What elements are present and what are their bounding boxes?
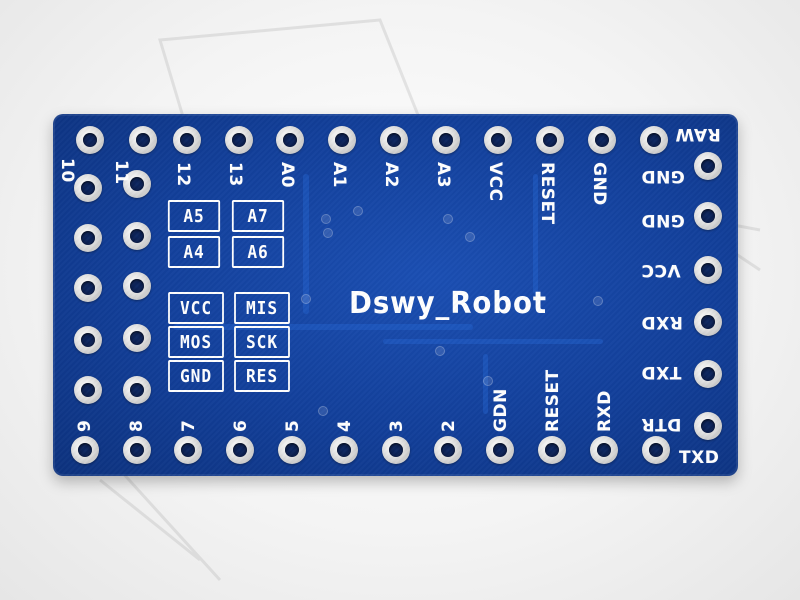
- silk-box-res: RES: [234, 360, 290, 392]
- pad-right-dtr: [694, 412, 722, 440]
- pad-left-a-3: [74, 274, 102, 302]
- pad-bottom-3: [382, 436, 410, 464]
- silk-box-mis: MIS: [234, 292, 290, 324]
- pcb-via: [435, 346, 445, 356]
- pad-top-vcc: [484, 126, 512, 154]
- silk-right-raw: RAW: [675, 124, 721, 144]
- silk-top-gnd: GND: [589, 162, 609, 206]
- pcb-trace: [303, 174, 309, 314]
- silk-bottom-3: 3: [387, 419, 407, 432]
- silk-bottom-reset: RESET: [543, 369, 563, 432]
- pcb-via: [593, 296, 603, 306]
- pad-bottom-8: [123, 436, 151, 464]
- pad-right-vcc: [694, 256, 722, 284]
- silk-box-a4: A4: [167, 236, 221, 268]
- pad-bottom-4: [330, 436, 358, 464]
- silk-top-13: 13: [225, 162, 245, 187]
- pad-top-12: [173, 126, 201, 154]
- pcb-via: [443, 214, 453, 224]
- silk-bottom-7: 7: [179, 419, 199, 432]
- pad-bottom-9: [71, 436, 99, 464]
- silk-bottom-4: 4: [335, 419, 355, 432]
- silk-right-vcc: VCC: [641, 260, 681, 280]
- silk-bottom-gdn: GDN: [491, 388, 511, 432]
- silk-box-gnd: GND: [168, 360, 224, 392]
- silk-box-vcc: VCC: [168, 292, 224, 324]
- silk-right-txd: TXD: [641, 362, 682, 382]
- pad-bottom-rxd: [590, 436, 618, 464]
- pad-right-txd: [694, 360, 722, 388]
- silk-box-mos: MOS: [168, 326, 224, 358]
- silk-bottom-6: 6: [231, 419, 251, 432]
- silk-top-12: 12: [173, 162, 193, 187]
- silk-top-vcc: VCC: [485, 162, 505, 202]
- silk-bottom-2: 2: [439, 419, 459, 432]
- pad-right-gnd-1: [694, 202, 722, 230]
- pad-right-rxd: [694, 308, 722, 336]
- silk-box-a5: A5: [167, 200, 221, 232]
- pad-left-b-4: [123, 324, 151, 352]
- silk-top-a1: A1: [329, 162, 349, 188]
- pad-left-b-5: [123, 376, 151, 404]
- silk-box-sck: SCK: [234, 326, 290, 358]
- pad-left-b-1: [123, 170, 151, 198]
- silk-top-a2: A2: [381, 162, 401, 188]
- pad-left-a-1: [74, 174, 102, 202]
- pad-top-a0: [276, 126, 304, 154]
- silk-right-gnd-1: GND: [641, 166, 685, 186]
- silk-right-rxd: RXD: [641, 312, 683, 332]
- pcb-via: [353, 206, 363, 216]
- pad-left-b-3: [123, 272, 151, 300]
- silk-top-10: 10: [57, 158, 77, 183]
- pad-bottom-5: [278, 436, 306, 464]
- pcb-via: [301, 294, 311, 304]
- pcb-via: [483, 376, 493, 386]
- silk-box-a7: A7: [231, 200, 285, 232]
- pcb-via: [465, 232, 475, 242]
- silk-top-reset: RESET: [537, 162, 557, 225]
- pad-top-13: [225, 126, 253, 154]
- pcb-trace: [173, 324, 473, 330]
- pad-left-a-4: [74, 326, 102, 354]
- pad-left-b-2: [123, 222, 151, 250]
- silk-bottom-8: 8: [127, 419, 147, 432]
- pad-bottom-6: [226, 436, 254, 464]
- silk-top-a0: A0: [277, 162, 297, 188]
- pad-top-a2: [380, 126, 408, 154]
- silk-bottom-9: 9: [75, 419, 95, 432]
- pad-top-gnd: [588, 126, 616, 154]
- pad-top-11: [129, 126, 157, 154]
- brand-text: Dswy_Robot: [349, 286, 547, 321]
- pcb-trace: [383, 339, 603, 344]
- pcb-via: [321, 214, 331, 224]
- pcb-trace: [533, 174, 538, 294]
- silk-box-a6: A6: [231, 236, 285, 268]
- silk-right-dtr: DTR: [641, 414, 682, 434]
- pad-top-10: [76, 126, 104, 154]
- pad-top-a1: [328, 126, 356, 154]
- silk-bottom-rxd: RXD: [595, 390, 615, 432]
- pad-bottom-reset: [538, 436, 566, 464]
- pad-bottom-2: [434, 436, 462, 464]
- silk-top-a3: A3: [433, 162, 453, 188]
- silk-top-11: 11: [111, 160, 131, 185]
- pad-bottom-txd-left: [642, 436, 670, 464]
- pcb-via: [323, 228, 333, 238]
- pad-right-raw: [694, 152, 722, 180]
- pad-bottom-7: [174, 436, 202, 464]
- pad-top-a3: [432, 126, 460, 154]
- silk-right-gnd-2: GND: [641, 210, 685, 230]
- pad-bottom-gdn: [486, 436, 514, 464]
- silk-right-txd-bottom: TXD: [679, 448, 720, 468]
- silk-bottom-5: 5: [283, 419, 303, 432]
- pad-left-a-2: [74, 224, 102, 252]
- pad-top-raw-left: [640, 126, 668, 154]
- pcb-board: 10 11 12 13 A0 A1 A2 A3 VCC RESET GND RA…: [53, 114, 738, 476]
- pad-top-reset: [536, 126, 564, 154]
- pcb-via: [318, 406, 328, 416]
- pad-left-a-5: [74, 376, 102, 404]
